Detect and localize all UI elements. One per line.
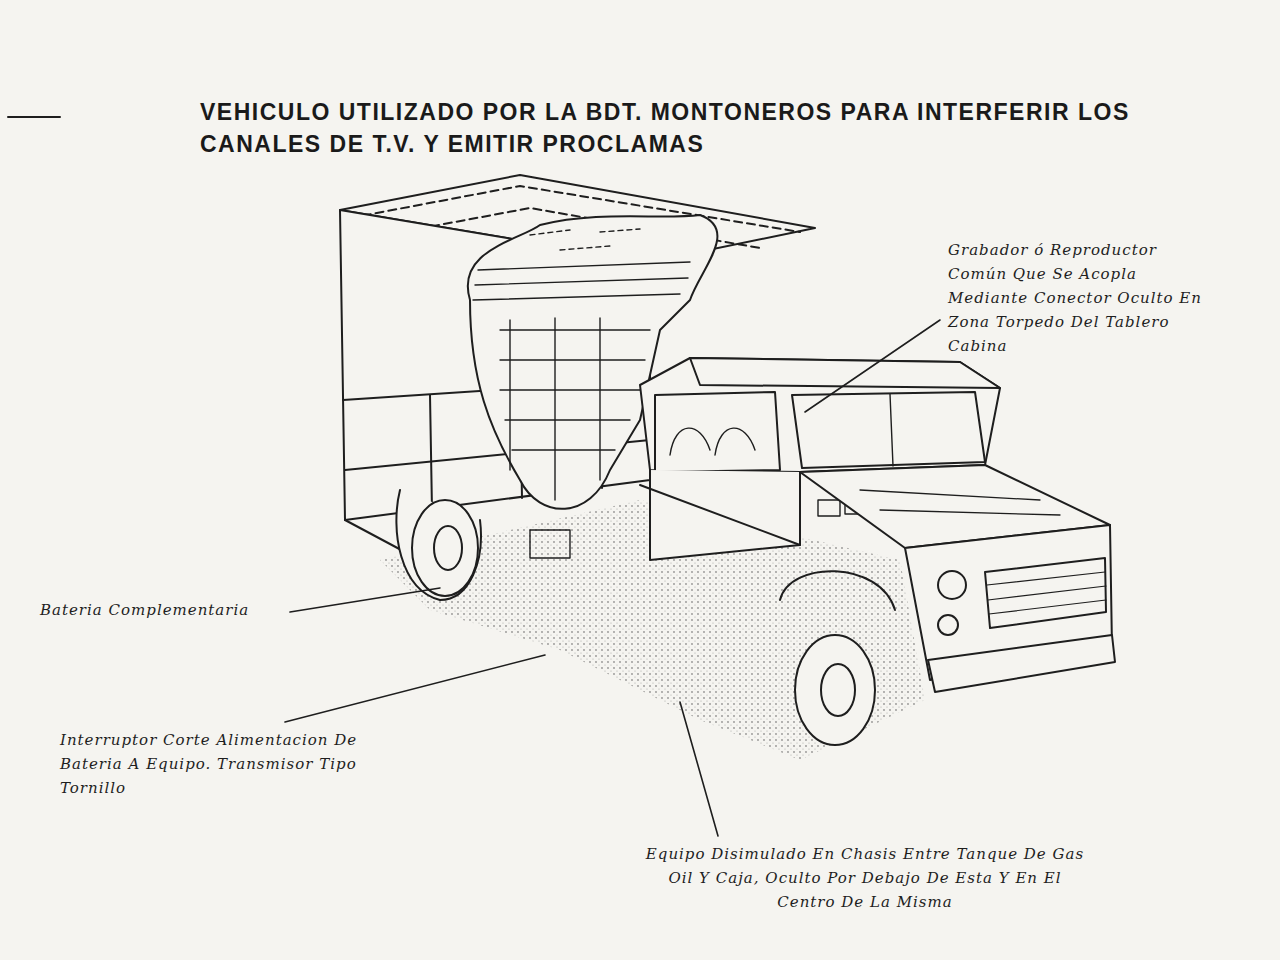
leader-line [680, 702, 718, 836]
rear-fender [396, 490, 481, 600]
windshield [792, 392, 985, 468]
headlight [938, 571, 966, 599]
bumper [928, 635, 1115, 692]
side-window [655, 392, 780, 472]
grille [985, 558, 1106, 628]
callout-label: Grabador ó Reproductor Común Que Se Acop… [948, 238, 1220, 358]
page-title: VEHICULO UTILIZADO POR LA BDT. MONTONERO… [200, 96, 1240, 160]
callout-label: Interruptor Corte Alimentacion De Bateri… [60, 728, 400, 800]
hood-lines [860, 490, 1060, 515]
rear-wheel [412, 500, 478, 596]
windshield-frame [890, 394, 893, 466]
rear-hub [434, 526, 462, 570]
hidden-equipment [530, 530, 570, 558]
leader-lines [285, 320, 940, 836]
headlight [938, 615, 958, 635]
front-wheel [795, 635, 875, 745]
leader-line [290, 588, 440, 612]
front-hub [821, 664, 855, 716]
callout-label: Bateria Complementaria [40, 598, 300, 622]
cab-body [640, 358, 1000, 472]
seats [670, 428, 755, 455]
front-fender [780, 571, 895, 610]
cab-door [650, 470, 800, 560]
leader-line [805, 320, 940, 412]
callout-label: Equipo Disimulado En Chasis Entre Tanque… [640, 842, 1090, 914]
side-post [430, 395, 432, 510]
leader-line [285, 655, 545, 722]
truck-drawing [8, 117, 1115, 836]
cab-roof [690, 358, 1000, 388]
grille-bars [987, 572, 1106, 614]
connector-box [818, 500, 840, 516]
margin-dash [8, 116, 60, 118]
